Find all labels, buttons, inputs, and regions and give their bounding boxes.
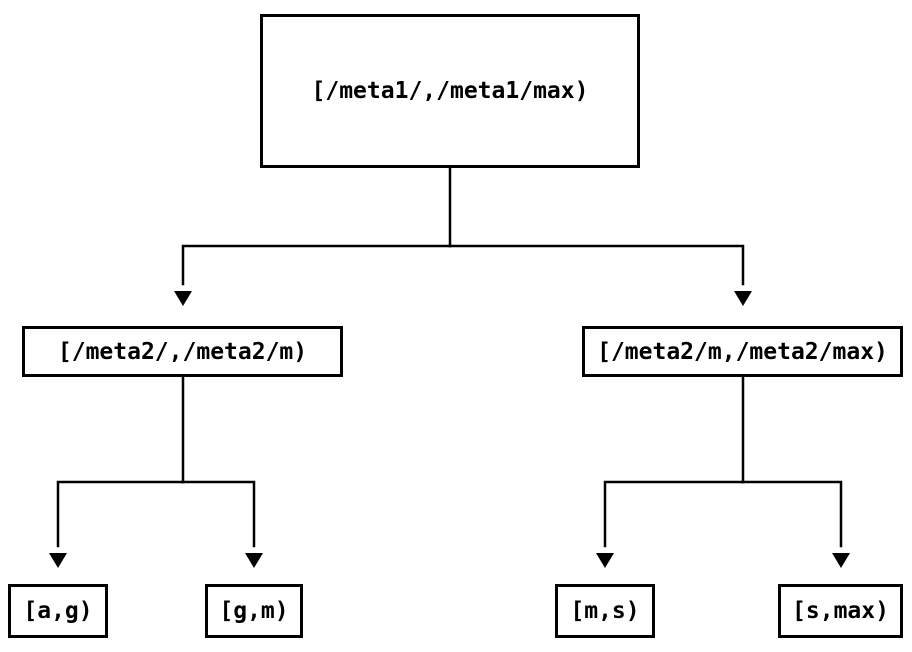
arrowhead-right xyxy=(734,291,752,306)
node-label: [g,m) xyxy=(219,598,289,624)
edge-right-ms xyxy=(603,480,745,548)
arrowhead-ms xyxy=(596,553,614,568)
node-meta2-lower-range: [/meta2/,/meta2/m) xyxy=(22,326,343,377)
node-leaf-a-g: [a,g) xyxy=(8,584,108,638)
arrowhead-gm xyxy=(245,553,263,568)
edge-root-left xyxy=(181,244,452,286)
arrowhead-ag xyxy=(49,553,67,568)
node-meta1-range: [/meta1/,/meta1/max) xyxy=(260,14,640,168)
edge-right-smax xyxy=(741,480,843,548)
edge-root-right xyxy=(448,244,745,286)
node-leaf-s-max: [s,max) xyxy=(778,584,903,638)
node-label: [s,max) xyxy=(792,598,889,624)
node-meta2-upper-range: [/meta2/m,/meta2/max) xyxy=(582,326,903,377)
node-leaf-m-s: [m,s) xyxy=(555,584,655,638)
node-label: [/meta1/,/meta1/max) xyxy=(311,78,589,104)
node-label: [m,s) xyxy=(570,598,640,624)
edge-left-gm xyxy=(181,480,256,548)
arrowhead-left xyxy=(174,291,192,306)
node-label: [/meta2/,/meta2/m) xyxy=(57,338,308,365)
node-label: [/meta2/m,/meta2/max) xyxy=(597,338,888,365)
node-leaf-g-m: [g,m) xyxy=(205,584,303,638)
edge-left-ag xyxy=(56,480,185,548)
arrowhead-smax xyxy=(832,553,850,568)
node-label: [a,g) xyxy=(23,598,93,624)
